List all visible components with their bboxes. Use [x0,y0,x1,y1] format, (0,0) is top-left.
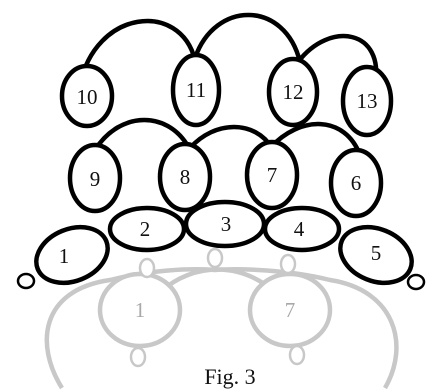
top-chain-middle [192,12,303,63]
middle-chain-right [268,121,363,156]
ghost-ring-label: 1 [135,298,146,322]
ghost-picot [206,247,224,269]
ring-2 [107,205,187,253]
bottom-rings [34,199,414,286]
ring-labels: 10 11 12 13 9 8 7 6 1 2 3 4 5 [59,78,382,268]
ring-label: 13 [357,89,378,113]
top-rings [59,52,394,138]
middle-chain-center [188,124,274,150]
middle-chain-left [93,117,193,152]
ring-label: 2 [140,217,151,241]
ghost-picot [129,346,147,368]
ring-1 [34,224,110,286]
ring-5 [338,224,414,286]
ring-6 [328,147,384,219]
ghost-ring-label: 7 [285,298,296,322]
ghost-picot [279,253,297,275]
ring-label: 5 [371,241,382,265]
ring-label: 11 [186,78,206,102]
ring-8 [157,141,213,213]
ring-7 [244,139,300,211]
ring-4 [262,205,342,253]
ring-label: 4 [294,217,305,241]
ring-9 [67,142,123,214]
chains [77,12,379,156]
ring-label: 7 [267,163,278,187]
ring-label: 12 [283,80,304,104]
picot-left [16,272,36,290]
ring-label: 6 [351,171,362,195]
middle-rings [67,139,384,219]
ghost-picot [138,257,156,279]
ring-label: 1 [59,244,70,268]
ring-11 [170,52,222,128]
ghost-motif: 1 7 [44,247,399,390]
picots [16,272,426,291]
ring-10 [59,63,115,129]
ghost-ring-1 [97,271,183,349]
figure-caption: Fig. 3 [204,364,255,389]
ring-12 [266,56,320,128]
ghost-picot [288,344,306,366]
ring-label: 3 [221,212,232,236]
ghost-ring-7 [247,271,333,349]
ring-label: 9 [90,167,101,191]
ring-label: 8 [180,165,191,189]
picot-right [406,273,426,291]
ring-13 [340,64,394,138]
top-chain-left [77,18,198,86]
ring-label: 10 [77,85,98,109]
